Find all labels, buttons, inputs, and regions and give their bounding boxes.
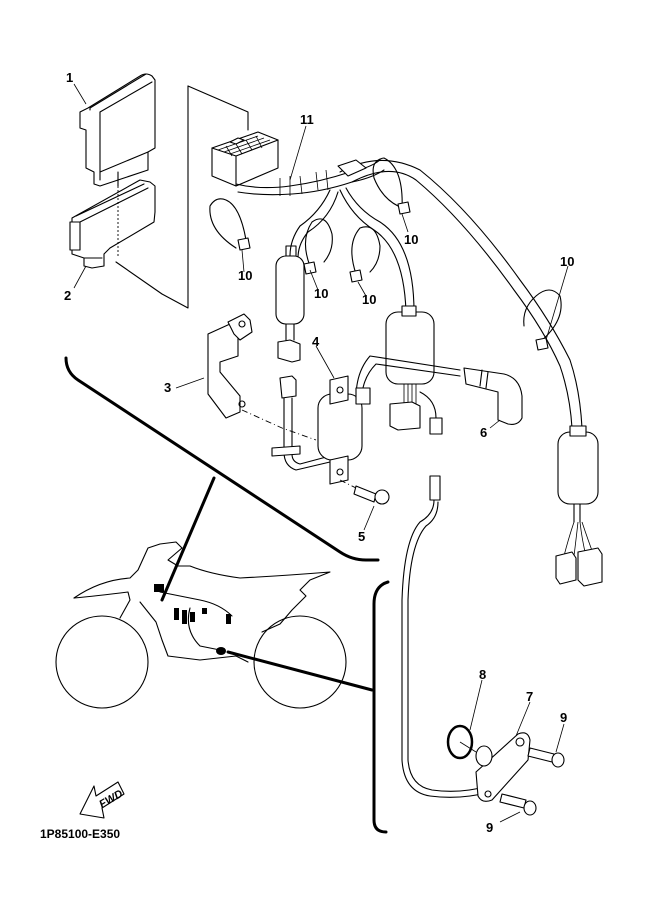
cable-tie-2[interactable] bbox=[303, 218, 333, 275]
sensor-wire bbox=[401, 475, 491, 798]
cdi-unit[interactable] bbox=[79, 73, 156, 187]
screw-lower[interactable] bbox=[499, 793, 537, 816]
screw-upper[interactable] bbox=[527, 747, 565, 768]
leader-lines bbox=[73, 83, 569, 823]
fwd-label: FWD bbox=[97, 788, 125, 811]
spark-plug-cap[interactable] bbox=[463, 367, 523, 425]
callout-3[interactable]: 3 bbox=[164, 380, 171, 395]
callout-5[interactable]: 5 bbox=[358, 529, 365, 544]
harness-sleeve-right bbox=[385, 305, 443, 435]
callout-7[interactable]: 7 bbox=[526, 689, 533, 704]
cable-tie-1[interactable] bbox=[209, 198, 251, 251]
callout-1[interactable]: 1 bbox=[66, 70, 73, 85]
detail-frame bbox=[372, 580, 390, 834]
harness-sleeve-left bbox=[275, 245, 305, 363]
callout-9-lower[interactable]: 9 bbox=[486, 820, 493, 835]
bracket[interactable] bbox=[207, 313, 253, 419]
coil-lead-connector bbox=[271, 375, 331, 471]
harness-connector[interactable] bbox=[211, 131, 279, 187]
cdi-bracket[interactable] bbox=[69, 179, 156, 269]
detail-pointer bbox=[160, 476, 216, 602]
cable-tie-5[interactable] bbox=[523, 289, 562, 351]
assembly-guide-line bbox=[241, 409, 317, 441]
callout-8[interactable]: 8 bbox=[479, 667, 486, 682]
forward-direction-arrow: FWD bbox=[79, 781, 125, 819]
detail-pointer bbox=[226, 650, 374, 692]
detail-frame bbox=[64, 356, 380, 562]
diagram-code: 1P85100-E350 bbox=[40, 827, 120, 841]
callout-9-upper[interactable]: 9 bbox=[560, 710, 567, 725]
callout-10-b[interactable]: 10 bbox=[314, 286, 328, 301]
callout-10-c[interactable]: 10 bbox=[362, 292, 376, 307]
callout-10-e[interactable]: 10 bbox=[560, 254, 574, 269]
ignition-coil[interactable] bbox=[317, 355, 461, 485]
cable-tie-3[interactable] bbox=[349, 226, 381, 283]
callout-4[interactable]: 4 bbox=[312, 334, 320, 349]
callout-10-d[interactable]: 10 bbox=[404, 232, 418, 247]
callout-6[interactable]: 6 bbox=[480, 425, 487, 440]
bolt[interactable] bbox=[339, 479, 390, 505]
o-ring[interactable] bbox=[446, 724, 474, 760]
callout-10-a[interactable]: 10 bbox=[238, 268, 252, 283]
callout-2[interactable]: 2 bbox=[64, 288, 71, 303]
detail-bracket-line bbox=[115, 85, 189, 309]
pickup-coil-lead bbox=[555, 425, 603, 587]
detail-bracket-line bbox=[187, 85, 249, 131]
motorcycle-silhouette bbox=[55, 541, 347, 709]
sensor-plate[interactable] bbox=[475, 732, 531, 802]
callout-11[interactable]: 11 bbox=[300, 112, 314, 127]
wire-harness[interactable] bbox=[235, 159, 583, 429]
cable-tie-4[interactable] bbox=[372, 157, 411, 215]
